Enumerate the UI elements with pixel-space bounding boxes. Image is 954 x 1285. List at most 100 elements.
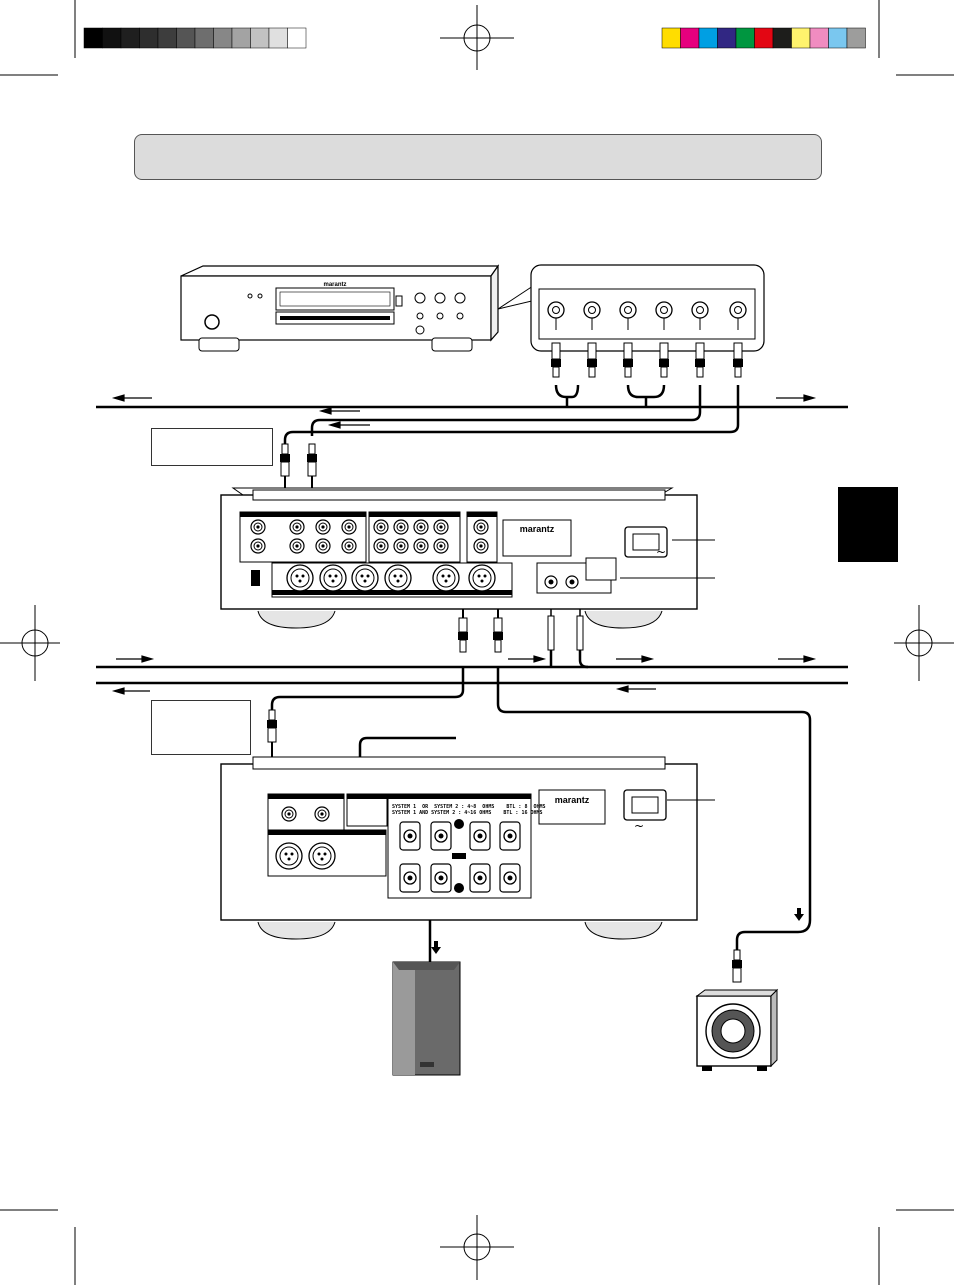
gray-swatch [139, 27, 159, 49]
trigger-jack-center [569, 579, 575, 585]
xlr-inner [279, 846, 299, 866]
rca-plug-boot [459, 639, 467, 653]
xlr-pin [483, 574, 487, 578]
rca-plugs [267, 342, 743, 983]
registration-target-left [0, 605, 60, 681]
xlr-pin [290, 852, 294, 856]
color-swatch [846, 27, 866, 49]
impedance-line-1: SYSTEM 1 OR SYSTEM 2 : 4~8 OHMS BTL : 8 … [392, 804, 546, 810]
rca-plug-band [551, 359, 561, 367]
rca-plug-band [695, 359, 705, 367]
section-side-tab [838, 487, 898, 562]
rca-plug-body [732, 967, 742, 983]
color-swatch [717, 27, 737, 49]
cables [96, 384, 848, 962]
xlr-inner [323, 568, 343, 588]
color-swatch [698, 27, 718, 49]
terminal-hole [507, 833, 513, 839]
rca-plug-band [587, 359, 597, 367]
rca-plug-body [307, 461, 317, 477]
xlr-inner [472, 568, 492, 588]
terminal-hole [438, 875, 444, 881]
terminal-hole [407, 833, 413, 839]
color-calibration-strip [661, 27, 866, 49]
preamp-logo: marantz [520, 524, 555, 534]
terminal-hole [407, 875, 413, 881]
gray-swatch [157, 27, 177, 49]
color-swatch [735, 27, 755, 49]
rca-jack-pin [379, 544, 383, 548]
xlr-pin [360, 574, 364, 578]
xlr-pin [396, 579, 400, 583]
gray-swatch [102, 27, 122, 49]
rca-plug-boot [660, 366, 668, 378]
terminal-hole [438, 833, 444, 839]
terminal-hole [507, 875, 513, 881]
registration-target-bottom [440, 1215, 514, 1280]
xlr-pin [444, 579, 448, 583]
mini-plug-body [576, 615, 584, 651]
rca-plug-boot [308, 443, 316, 455]
rca-plug-body [733, 342, 743, 360]
color-swatch [754, 27, 774, 49]
subwoofer [695, 988, 779, 1071]
xlr-inner [436, 568, 456, 588]
xlr-pin [441, 574, 445, 578]
cd-rear-jacks [547, 301, 747, 330]
xlr-inner [355, 568, 375, 588]
registration-target-top [440, 5, 514, 70]
terminal-hole [477, 875, 483, 881]
rca-plug-body [551, 342, 561, 360]
rca-jack-pin [256, 544, 260, 548]
rca-jack-pin [419, 525, 423, 529]
xlr-inner [388, 568, 408, 588]
power-amp-inputs [275, 806, 336, 870]
xlr-pin [363, 579, 367, 583]
xlr-pin [477, 574, 481, 578]
rca-jack-pin [399, 525, 403, 529]
rca-jack-pin [347, 525, 351, 529]
rca-jack-pin [399, 544, 403, 548]
rca-plug-band [659, 359, 669, 367]
rca-jack-pin [321, 544, 325, 548]
color-swatch [772, 27, 792, 49]
rca-jack-pin [439, 525, 443, 529]
rca-plug-boot [733, 949, 741, 961]
preamp-ac-symbol: ~ [656, 545, 666, 559]
rca-plug-boot [281, 443, 289, 455]
preamplifier [220, 487, 698, 629]
registration-target-right [894, 605, 954, 681]
label-box-cd [151, 428, 273, 466]
xlr-pin [334, 574, 338, 578]
terminal-hole [477, 833, 483, 839]
rca-jack-center [624, 306, 632, 314]
rca-plug-band [267, 720, 277, 728]
rca-plug-body [280, 461, 290, 477]
trigger-jack-center [548, 579, 554, 585]
rca-plug-boot [494, 639, 502, 653]
pointer-lines [620, 539, 715, 801]
rca-jack-pin [287, 812, 291, 816]
gray-swatch [120, 27, 140, 49]
cd-player-logo: marantz [323, 282, 346, 288]
color-swatch [828, 27, 848, 49]
power-amp-ac-symbol: ~ [634, 819, 644, 833]
xlr-pin [393, 574, 397, 578]
signal-arrows [111, 394, 817, 695]
preamp-xlr-jacks [286, 564, 579, 592]
rca-jack-pin [347, 544, 351, 548]
power-amp-logo: marantz [555, 795, 590, 805]
xlr-inner [312, 846, 332, 866]
xlr-pin [295, 574, 299, 578]
rca-jack-pin [295, 525, 299, 529]
gray-swatch [176, 27, 196, 49]
xlr-pin [328, 574, 332, 578]
rca-jack-pin [379, 525, 383, 529]
color-swatch [661, 27, 681, 49]
xlr-pin [298, 579, 302, 583]
rca-jack-pin [295, 544, 299, 548]
gray-swatch [250, 27, 270, 49]
rca-plug-body [587, 342, 597, 360]
